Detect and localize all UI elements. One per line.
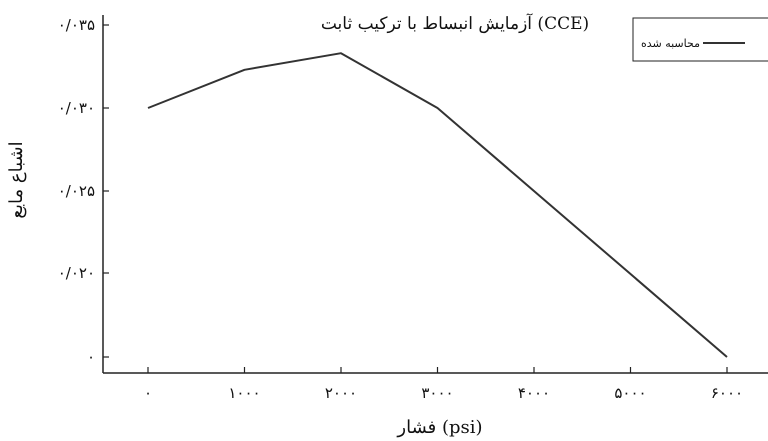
y-tick-label: ۰/۰۲۵ bbox=[58, 182, 95, 200]
x-ticks: ۰ ۱۰۰۰ ۲۰۰۰ ۳۰۰۰ ۴۰۰۰ ۵۰۰۰ ۶۰۰۰ bbox=[144, 367, 743, 402]
x-tick-label: ۲۰۰۰ bbox=[325, 384, 357, 402]
x-tick-label: ۱۰۰۰ bbox=[228, 384, 260, 402]
y-tick-label: ۰/۰۳۵ bbox=[58, 16, 95, 34]
series-line bbox=[147, 52, 728, 358]
legend-box bbox=[632, 17, 768, 62]
x-axis-title: فشار (psi) bbox=[396, 417, 482, 438]
x-tick-label: ۶۰۰۰ bbox=[711, 384, 743, 402]
series-layer bbox=[147, 52, 728, 358]
legend-label: محاسبه شده bbox=[641, 37, 700, 50]
y-tick-label: ۰/۰۳۰ bbox=[58, 99, 95, 117]
x-tick-label: ۰ bbox=[144, 384, 152, 402]
y-tick-label: ۰ bbox=[87, 348, 95, 366]
axes bbox=[102, 15, 768, 374]
legend: محاسبه شده bbox=[632, 17, 768, 62]
y-ticks: ۰ ۰/۰۲۰ ۰/۰۲۵ ۰/۰۳۰ ۰/۰۳۵ bbox=[58, 16, 109, 366]
y-axis-title: اشباع مایع bbox=[6, 141, 27, 218]
x-tick-label: ۴۰۰۰ bbox=[518, 384, 550, 402]
x-tick-label: ۵۰۰۰ bbox=[614, 384, 646, 402]
x-tick-label: ۳۰۰۰ bbox=[421, 384, 453, 402]
chart-title: آزمایش انبساط با ترکیب ثابت (CCE) bbox=[321, 12, 589, 34]
y-tick-label: ۰/۰۲۰ bbox=[58, 264, 95, 282]
